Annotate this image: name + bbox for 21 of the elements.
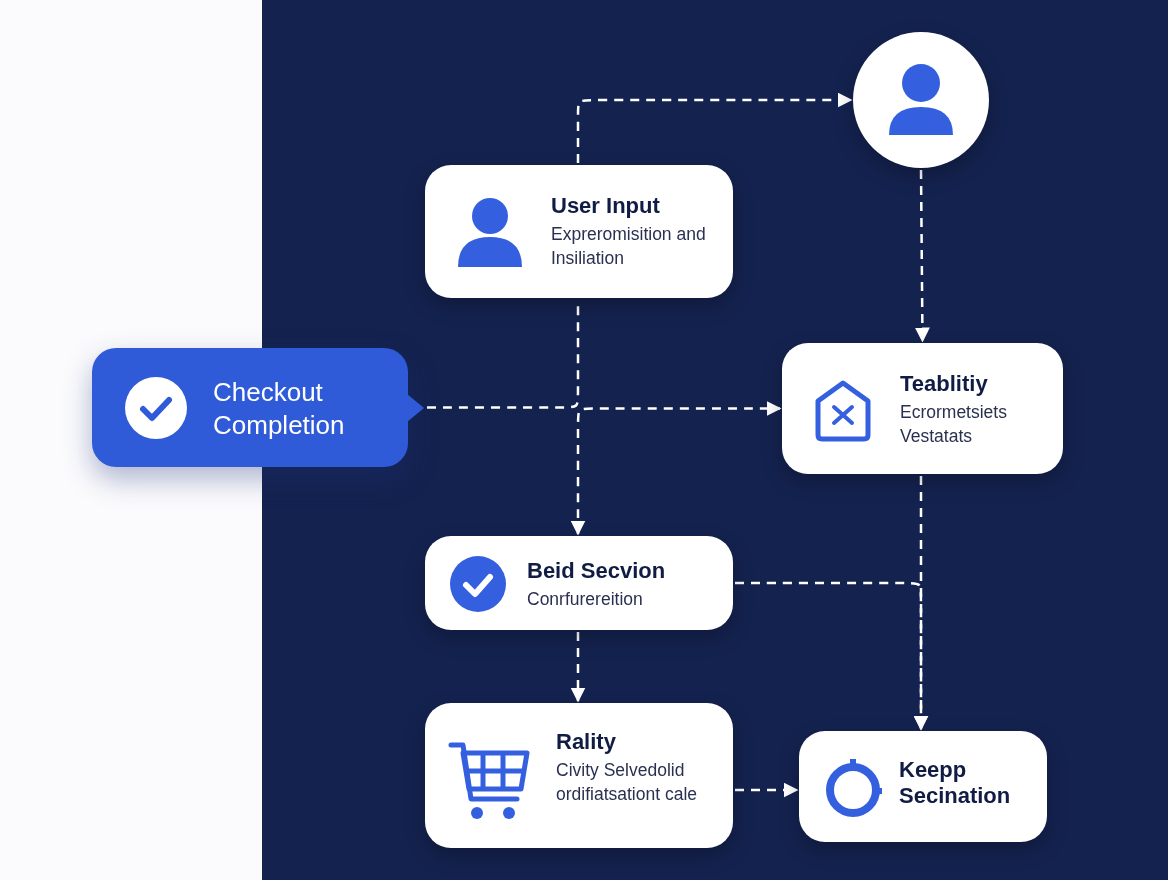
- node-title: Teablitiy: [900, 371, 989, 398]
- node-description: Civity Selvedolid ordifiatsationt cale: [556, 759, 699, 806]
- process-box: [782, 343, 1063, 474]
- node-title: Keepp Secination: [899, 757, 1012, 810]
- node-title: Beid Secvion: [527, 558, 667, 585]
- process-box: [425, 703, 733, 848]
- node-title: Checkout Completion: [213, 376, 346, 441]
- node-description: Conrfurereition: [527, 588, 644, 611]
- dashed-arrow: [735, 782, 799, 798]
- dashed-arrow: [570, 401, 782, 536]
- node-title: Rality: [556, 729, 617, 756]
- dashed-arrow: [576, 92, 853, 163]
- dashed-arrow: [735, 581, 929, 731]
- process-box: [799, 731, 1047, 842]
- node-title: User Input: [551, 193, 661, 220]
- process-box: [425, 536, 733, 630]
- dashed-arrow: [570, 632, 586, 703]
- process-box: [425, 165, 733, 298]
- node-description: Ecrormetsiets Vestatats: [900, 401, 1008, 448]
- node-description: Expreromisition and Insiliation: [551, 223, 707, 270]
- dashed-arrow: [914, 170, 930, 343]
